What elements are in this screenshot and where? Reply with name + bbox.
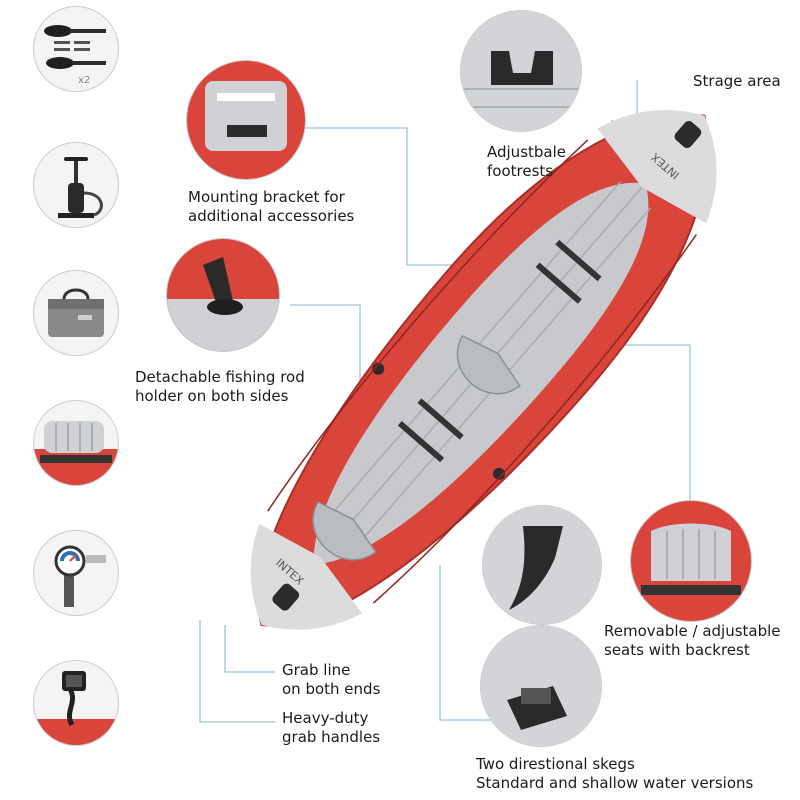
gauge-thumbnail	[33, 530, 119, 616]
seat-detail-image	[630, 500, 752, 622]
paddle-thumbnail: x2	[33, 6, 119, 92]
pressure-gauge-icon	[54, 545, 106, 607]
seats-label: Removable / adjustable seats with backre…	[604, 622, 781, 659]
grab-line-label: Grab line on both ends	[282, 661, 381, 698]
carry-bag-icon	[48, 288, 104, 337]
rod-holder-detail-image	[166, 238, 280, 352]
paddle-count: x2	[78, 75, 90, 86]
hand-pump-icon	[58, 157, 103, 218]
footrest-detail-image	[460, 10, 582, 132]
skeg-detail-image-lower	[480, 625, 602, 747]
mounting-bracket-label: Mounting bracket for additional accessor…	[188, 188, 355, 225]
footrests-label: Adjustbale footrests	[487, 143, 566, 180]
bag-thumbnail	[33, 270, 119, 356]
skegs-label: Two direstional skegs Standard and shall…	[476, 755, 754, 792]
pump-thumbnail	[33, 142, 119, 228]
storage-area-label: Strage area	[693, 72, 781, 90]
bracket-detail-image	[186, 60, 306, 180]
skeg-detail-image-upper	[482, 505, 602, 625]
seat-thumbnail	[33, 400, 119, 486]
fishing-rod-holder-label: Detachable fishing rod holder on both si…	[135, 368, 305, 405]
grab-handles-label: Heavy-duty grab handles	[282, 709, 381, 746]
paddle-icon: x2	[44, 25, 106, 86]
